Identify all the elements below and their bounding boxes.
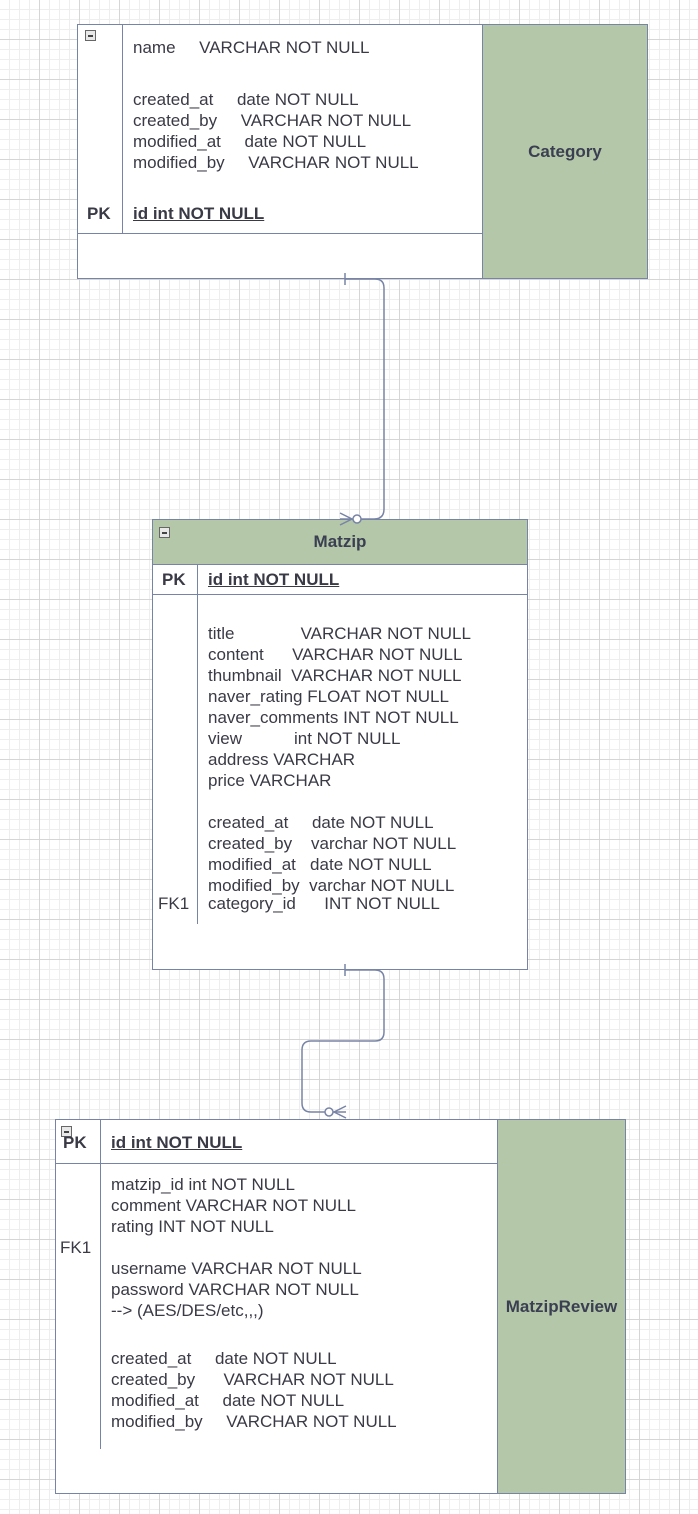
matzip-field: thumbnail VARCHAR NOT NULL: [208, 666, 462, 685]
many-crowfoot-marker: [332, 1105, 347, 1119]
zero-cardinality-marker: [324, 1107, 334, 1117]
matzipreview-field: modified_by VARCHAR NOT NULL: [111, 1412, 397, 1431]
matzipreview-fk-label: FK1: [60, 1238, 92, 1257]
category-field: created_by VARCHAR NOT NULL: [133, 111, 412, 130]
matzip-pk-field: id int NOT NULL: [208, 570, 340, 589]
relationship-category-matzip[interactable]: [339, 273, 385, 526]
category-key-divider: [122, 24, 123, 234]
category-field: name VARCHAR NOT NULL: [133, 38, 370, 57]
matzipreview-pk-field: id int NOT NULL: [111, 1133, 243, 1152]
category-body: [77, 24, 484, 279]
category-title: Category: [482, 24, 648, 279]
matzip-pk-key-divider: [197, 565, 198, 595]
matzip-pk-divider: [152, 594, 527, 595]
matzip-field: modified_by varchar NOT NULL: [208, 876, 455, 895]
matzipreview-title: MatzipReview: [497, 1119, 626, 1494]
matzipreview-field: matzip_id int NOT NULL: [111, 1175, 295, 1194]
matzip-fk-field: category_id INT NOT NULL: [208, 894, 440, 913]
matzipreview-field: password VARCHAR NOT NULL: [111, 1280, 359, 1299]
matzip-field: price VARCHAR: [208, 771, 332, 790]
matzip-field: naver_comments INT NOT NULL: [208, 708, 459, 727]
matzip-field: modified_at date NOT NULL: [208, 855, 432, 874]
category-collapse-icon[interactable]: [85, 30, 96, 41]
matzip-collapse-icon[interactable]: [159, 527, 170, 538]
matzip-pk-label: PK: [162, 570, 186, 589]
matzip-field: view int NOT NULL: [208, 729, 401, 748]
matzipreview-collapse-icon[interactable]: [61, 1126, 72, 1137]
matzipreview-field: created_at date NOT NULL: [111, 1349, 337, 1368]
matzipreview-field: username VARCHAR NOT NULL: [111, 1259, 362, 1278]
matzip-field: title VARCHAR NOT NULL: [208, 624, 471, 643]
category-footer-divider: [77, 233, 483, 234]
zero-cardinality-marker: [352, 514, 362, 524]
category-field: modified_at date NOT NULL: [133, 132, 367, 151]
category-field: modified_by VARCHAR NOT NULL: [133, 153, 419, 172]
matzip-title: Matzip: [152, 519, 528, 565]
matzip-field: created_by varchar NOT NULL: [208, 834, 457, 853]
category-pk-label: PK: [87, 204, 111, 223]
category-pk-field: id int NOT NULL: [133, 204, 265, 223]
matzip-field: created_at date NOT NULL: [208, 813, 434, 832]
matzipreview-key-divider: [100, 1119, 101, 1449]
matzipreview-field: --> (AES/DES/etc,,,): [111, 1301, 264, 1320]
matzip-field: naver_rating FLOAT NOT NULL: [208, 687, 449, 706]
matzip-key-divider: [197, 595, 198, 924]
relationship-matzip-matzipreview[interactable]: [301, 964, 385, 1119]
matzipreview-field: comment VARCHAR NOT NULL: [111, 1196, 356, 1215]
matzipreview-field: modified_at date NOT NULL: [111, 1391, 345, 1410]
category-field: created_at date NOT NULL: [133, 90, 359, 109]
matzipreview-pk-label: PK: [63, 1133, 87, 1152]
matzipreview-field: rating INT NOT NULL: [111, 1217, 274, 1236]
many-crowfoot-marker: [339, 512, 354, 526]
connector-line: [301, 969, 385, 1113]
matzip-field: address VARCHAR: [208, 750, 356, 769]
connector-line: [340, 278, 385, 520]
matzipreview-field: created_by VARCHAR NOT NULL: [111, 1370, 394, 1389]
matzipreview-pk-divider: [55, 1163, 498, 1164]
matzip-field: content VARCHAR NOT NULL: [208, 645, 463, 664]
matzip-fk-label: FK1: [158, 894, 190, 913]
